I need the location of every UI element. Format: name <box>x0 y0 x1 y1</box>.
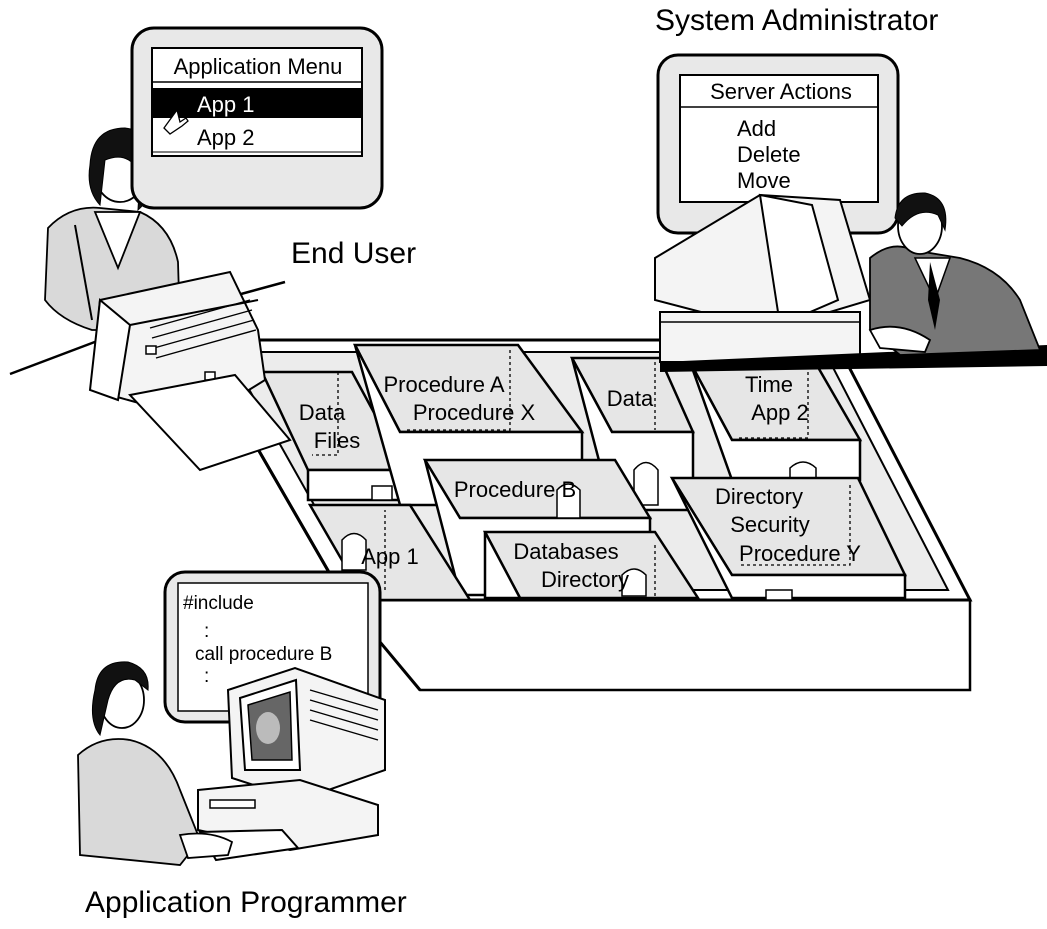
room-time-label: Time <box>745 372 793 397</box>
programmer-workstation <box>77 661 386 866</box>
room-app2-label: App 2 <box>751 400 809 425</box>
code-line-4: : <box>204 666 209 687</box>
room-databases-directory <box>482 530 701 600</box>
server-action-delete[interactable]: Delete <box>737 142 801 167</box>
room-data-label: Data <box>607 386 654 411</box>
code-line-3: call procedure B <box>195 644 332 665</box>
system-administrator-label: System Administrator <box>655 4 938 37</box>
room-labels: Data Files Procedure A Procedure X Data … <box>299 372 862 592</box>
mouse-pointer-icon <box>163 108 189 135</box>
server-action-move[interactable]: Move <box>737 168 791 193</box>
room-app1 <box>307 503 473 602</box>
code-line-1: #include <box>183 593 254 614</box>
room-data-files <box>260 370 408 502</box>
room-procedure-b-label: Procedure B <box>454 477 576 502</box>
server-actions-title: Server Actions <box>710 79 852 104</box>
end-user-label: End User <box>291 237 416 270</box>
end-user-monitor: Application Menu App 1 App 2 <box>130 26 384 210</box>
room-security-label: Security <box>730 512 809 537</box>
room-procedure-y-label: Procedure Y <box>739 541 861 566</box>
server-action-add[interactable]: Add <box>737 116 776 141</box>
code-line-2: : <box>204 621 209 642</box>
room-directory-label: Directory <box>715 484 803 509</box>
room-data-files-line1: Data <box>299 400 346 425</box>
app-menu-item-2[interactable]: App 2 <box>197 125 255 150</box>
app-menu-item-1[interactable]: App 1 <box>197 92 255 117</box>
room-procedures-line1: Procedure A <box>383 372 504 397</box>
room-databases-label: Databases <box>513 539 618 564</box>
room-directory2-label: Directory <box>541 567 629 592</box>
end-user-figure <box>9 127 292 472</box>
room-directory-security <box>669 476 907 601</box>
app-menu-title: Application Menu <box>174 54 343 79</box>
room-procedures-line2: Procedure X <box>413 400 536 425</box>
application-programmer-label: Application Programmer <box>85 886 407 919</box>
room-data-files-line2: Files <box>314 428 360 453</box>
room-app1-label: App 1 <box>361 544 419 569</box>
admin-workstation <box>654 192 1047 372</box>
room-time-app2 <box>687 360 863 482</box>
